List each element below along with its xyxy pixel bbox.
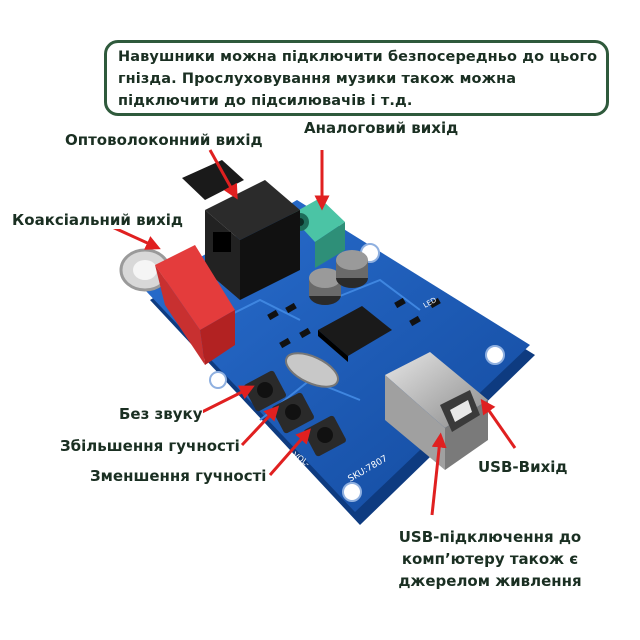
mute-label: Без звуку: [119, 405, 203, 423]
smd-components: [267, 297, 441, 349]
capacitors: [309, 250, 368, 305]
callout-text: Навушники можна підключити безпосередньо…: [118, 49, 598, 109]
optical-connector: [182, 160, 300, 300]
usb-input-label: USB-підключення до комп’ютеру також є дж…: [380, 526, 600, 592]
annotation-arrows: [109, 149, 517, 516]
volume-up-label: Збільшення гучності: [60, 437, 240, 455]
analog-output-label: Аналоговий вихід: [300, 119, 463, 137]
optical-output-label: Оптоволоконний вихід: [65, 131, 263, 149]
coaxial-output-label: Коаксіальний вихід: [12, 211, 184, 229]
volume-down-label: Зменшення гучності: [90, 467, 267, 485]
dac-chip: [318, 306, 392, 362]
callout-box: [104, 40, 609, 116]
button-label-mute: MUTE: [229, 404, 253, 424]
tactile-buttons: [244, 370, 346, 457]
usb-b-port: [385, 352, 488, 470]
coaxial-rca-connector: [119, 245, 235, 365]
usb-output-label: USB-Вихід: [478, 458, 568, 476]
crystal-oscillator: [285, 352, 339, 388]
